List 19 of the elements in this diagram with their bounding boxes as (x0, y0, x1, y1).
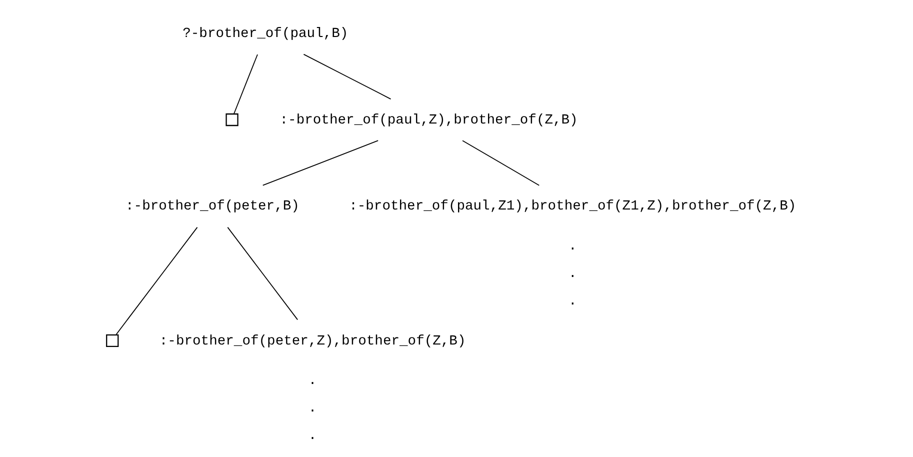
node-text: :-brother_of(peter,B) (125, 200, 299, 215)
label: . (308, 374, 316, 389)
connector (115, 226, 198, 335)
connector (232, 54, 258, 114)
node-text: ?-brother_of(paul,B) (182, 27, 348, 42)
connector (262, 140, 378, 186)
label: . (568, 239, 576, 254)
label: . (308, 429, 316, 444)
node-text: :-brother_of(paul,Z),brother_of(Z,B) (279, 113, 578, 128)
connector (462, 140, 540, 186)
connector (302, 54, 391, 100)
connector (226, 226, 298, 320)
node-text: :-brother_of(peter,Z),brother_of(Z,B) (158, 334, 466, 350)
label: . (308, 402, 316, 417)
label: . (568, 266, 576, 282)
node-box (225, 113, 238, 126)
node-box (106, 334, 118, 348)
label: . (568, 294, 576, 310)
node-text: :-brother_of(paul,Z1),brother_of(Z1,Z),brother_of(Z,B) (348, 200, 796, 215)
